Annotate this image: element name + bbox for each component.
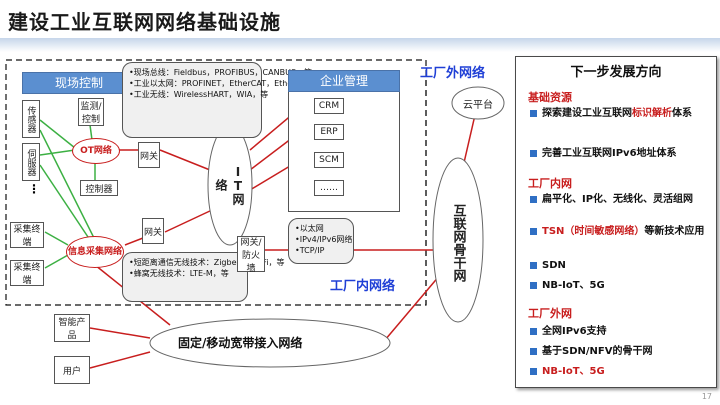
panel-title: 下一步发展方向 (570, 65, 662, 80)
monitor-control-box: 监测/控制 (78, 98, 104, 126)
broadband-cloud (149, 318, 391, 368)
item-text-system: 体系 (672, 108, 692, 119)
it-network-label: IT网络 (214, 165, 245, 205)
wireless-bubble: •短距离通信无线技术：Zigbee，Wi-Fi，等 •蜂窝无线技术：LTE-M，… (122, 252, 285, 302)
ip-bubble: •以太网 •IPv4/IPv6网络 •TCP/IP (288, 218, 354, 264)
item-nbiot-inner: NB-IoT、5G (530, 279, 710, 292)
line-collect2-info (44, 254, 69, 269)
collect-terminal-1: 采集终端 (10, 222, 44, 248)
page-title: 建设工业互联网网络基础设施 (8, 10, 281, 34)
item-nbiot-outer: NB-IoT、5G (530, 365, 710, 378)
firewall-box: 网关/防火墙 (237, 236, 265, 274)
section-factory-outer: 工厂外网 (528, 307, 572, 320)
broadband-label: 固定/移动宽带接入网络 (178, 336, 303, 350)
enterprise-header: 企业管理 (288, 70, 400, 92)
crm-box: CRM (314, 98, 344, 114)
info-collect-network-oval: 信息采集网络 (66, 236, 124, 268)
collect-terminal-2: 采集终端 (10, 260, 44, 286)
bubble-ip-line-3: •TCP/IP (295, 246, 325, 255)
line-monitor-ot (89, 124, 93, 141)
page-number: 17 (701, 392, 712, 401)
item-text-explore: 探索建设工业互联网 (542, 108, 632, 119)
line-user-broadband (89, 351, 151, 369)
item-ipv6-address: 完善工业互联网IPv6地址体系 (530, 147, 710, 160)
next-steps-panel: 下一步发展方向 基础资源 探索建设工业互联网标识解析体系 完善工业互联网IPv6… (515, 56, 717, 388)
ot-network-oval: OT网络 (72, 138, 120, 164)
line-info-gateway2 (124, 237, 144, 246)
line-gateway-it1 (159, 149, 211, 171)
sensor-box: 传感器 (22, 100, 40, 138)
item-text-identifier: 标识解析 (632, 108, 672, 119)
erp-box: ERP (314, 124, 344, 140)
bubble-wireless-line-2: •蜂窝无线技术：LTE-M，等 (129, 269, 229, 278)
backbone-label: 互联网骨干网 (450, 204, 466, 282)
line-sensor-info (39, 129, 96, 241)
section-basic-resources: 基础资源 (528, 91, 572, 104)
line-product-broadband (89, 327, 151, 339)
line-sensor-ot (39, 119, 76, 149)
cloud-platform-label: 云平台 (463, 99, 493, 111)
controller-box: 控制器 (80, 180, 118, 196)
line-servo-info (39, 164, 91, 241)
item-text-tsn-app: 等新技术应用 (644, 226, 705, 237)
item-identifier-resolution: 探索建设工业互联网标识解析体系 (530, 107, 710, 120)
cloud-platform-shape (451, 86, 505, 120)
user-box: 用户 (54, 356, 90, 384)
smart-product-box: 智能产品 (54, 314, 90, 342)
backbone-cloud (432, 157, 484, 323)
scm-box: SCM (314, 152, 344, 168)
gateway-1-box: 网关 (138, 142, 160, 168)
item-sdn: SDN (530, 259, 710, 272)
title-divider (0, 38, 720, 52)
site-control-header: 现场控制 (22, 72, 136, 94)
line-gateway2-it (164, 209, 213, 233)
gateway-2-box: 网关 (142, 218, 164, 244)
bubble-ip-line-1: •以太网 (295, 224, 324, 233)
item-tsn: TSN（时间敏感网络）等新技术应用 (530, 225, 710, 238)
item-flat-network: 扁平化、IP化、无线化、灵活组网 (530, 193, 710, 206)
item-ipv6-support: 全网IPv6支持 (530, 325, 710, 338)
bubble-ip-line-2: •IPv4/IPv6网络 (295, 235, 353, 244)
line-collect1-info (44, 231, 69, 246)
bubble-top-line-3: •工业无线：WirelessHART，WIA，等 (129, 90, 269, 99)
item-text-tsn: TSN（时间敏感网络） (542, 226, 645, 237)
ellipsis-dots: ⋮ (28, 182, 40, 196)
line-broadband-backbone (384, 274, 441, 341)
section-factory-inner: 工厂内网 (528, 177, 572, 190)
inside-network-label: 工厂内网络 (330, 279, 396, 294)
bubble-top-line-1: •现场总线：Fieldbus，PROFIBUS，CANBUS，等 (129, 68, 313, 77)
bubble-top-line-2: •工业以太网：PROFINET，EtherCAT，Ethernet/IP，EPA… (129, 79, 358, 88)
line-servo-ot (39, 149, 76, 156)
item-sdn-nfv: 基于SDN/NFV的骨干网 (530, 345, 710, 358)
more-box: …… (314, 180, 344, 196)
servo-box: 伺服器 (22, 143, 40, 181)
bubble-wireless-line-1: •短距离通信无线技术：Zigbee，Wi-Fi，等 (129, 258, 285, 267)
outside-network-label: 工厂外网络 (420, 66, 486, 81)
fieldbus-bubble: •现场总线：Fieldbus，PROFIBUS，CANBUS，等 •工业以太网：… (122, 62, 358, 138)
